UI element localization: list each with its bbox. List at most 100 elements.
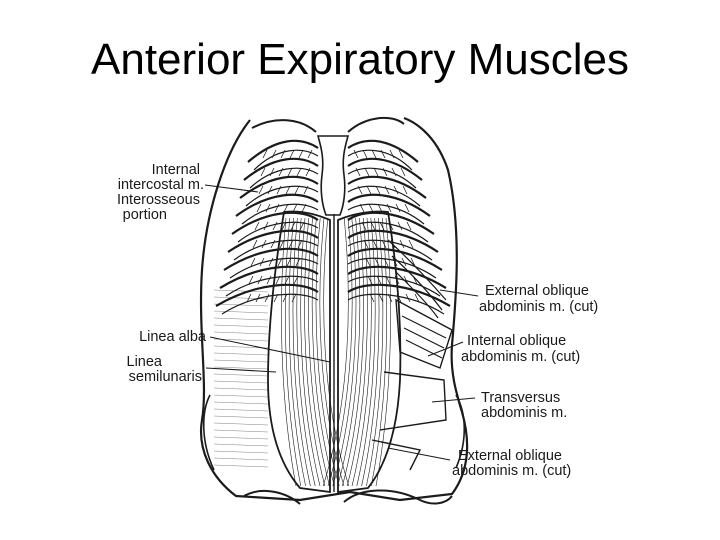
intercostal-fiber: [248, 275, 254, 285]
leader-external-oblique-upper: [439, 289, 479, 297]
intercostal-fiber: [374, 257, 380, 267]
label-line: intercostal m.: [118, 177, 204, 193]
intercostal-fiber: [393, 185, 399, 195]
intercostal-fiber: [401, 257, 407, 267]
intercostal-fiber: [406, 221, 412, 231]
rib: [219, 265, 319, 289]
intercostal-fiber: [266, 275, 272, 285]
intercostal-fiber: [389, 149, 395, 159]
wall-stroke: [213, 324, 269, 328]
leader-linea-alba: [209, 336, 331, 363]
intercostal-fiber: [252, 239, 258, 249]
intercostal-fiber: [375, 185, 381, 195]
label-linea-semilunaris: Linea semilunaris: [127, 354, 202, 385]
intercostal-fiber: [404, 203, 410, 213]
ribs-left: [215, 139, 319, 315]
intercostal-fiber: [408, 239, 414, 249]
rectus-fiber: [366, 217, 384, 487]
intercostal-fiber: [372, 239, 378, 249]
intercostal-fiber: [296, 167, 302, 177]
wall-stroke: [213, 429, 269, 433]
rectus-fiber: [284, 217, 302, 487]
intercostal-fiber: [355, 167, 361, 177]
rib-edge: [347, 221, 429, 243]
intercostal-fiber: [264, 293, 270, 303]
wall-stroke: [213, 303, 269, 307]
intercostal-fiber: [262, 149, 268, 159]
rectus-fiber: [332, 217, 357, 487]
intercostal-fiber: [402, 185, 408, 195]
rectus-fiber: [351, 217, 372, 487]
intercostal-fiber: [250, 257, 256, 267]
label-line: External oblique: [458, 448, 562, 464]
wall-stroke: [213, 359, 269, 363]
intercostal-fiber: [400, 167, 406, 177]
rectus-fiber: [375, 217, 391, 487]
label-line: Internal oblique: [467, 333, 566, 349]
rib-edge: [347, 203, 425, 225]
intercostal-fiber: [370, 221, 376, 231]
intercostal-fiber: [353, 149, 359, 159]
wall-stroke: [213, 317, 269, 321]
sternum: [316, 135, 350, 216]
intercostal-fiber: [273, 293, 279, 303]
rib-edge: [221, 293, 319, 315]
rectus-abdominis: [267, 210, 402, 494]
oblique-layers: [371, 239, 453, 471]
intercostal-fiber: [265, 203, 271, 213]
leader-lines: [204, 184, 479, 461]
rectus-fiber: [346, 217, 368, 487]
rectus-fiber: [292, 217, 311, 487]
intercostal-fiber: [397, 221, 403, 231]
label-line: abdominis m.: [481, 405, 567, 421]
label-external-oblique-lower: External oblique abdominis m. (cut): [452, 448, 571, 479]
intercostal-fiber: [363, 239, 369, 249]
label-linea-alba: Linea alba: [139, 329, 207, 345]
wall-stroke: [213, 394, 269, 398]
intercostal-fiber: [383, 257, 389, 267]
rib: [235, 193, 319, 217]
intercostal-fiber: [258, 185, 264, 195]
intercostal-fiber: [263, 221, 269, 231]
rib-edge: [249, 167, 319, 189]
intercostal-fiber: [269, 167, 275, 177]
label-line: External oblique: [485, 283, 589, 299]
intercostal-fiber: [364, 167, 370, 177]
intercostal-fiber: [405, 293, 411, 303]
label-line: abdominis m. (cut): [461, 349, 580, 365]
intercostal-fiber: [246, 293, 252, 303]
abdominal-wall-texture: [213, 289, 269, 468]
wall-stroke: [213, 450, 269, 454]
wall-stroke: [213, 408, 269, 412]
intercostal-fiber: [399, 239, 405, 249]
intercostal-fiber: [270, 239, 276, 249]
intercostal-fiber: [287, 167, 293, 177]
rib: [231, 211, 319, 235]
wall-stroke: [213, 373, 269, 377]
intercostal-fiber: [255, 293, 261, 303]
intercostal-fiber: [362, 149, 368, 159]
wall-stroke: [213, 422, 269, 426]
rib: [215, 283, 319, 307]
wall-stroke: [213, 331, 269, 335]
rib: [347, 139, 419, 163]
rectus-fiber: [311, 217, 335, 487]
wall-stroke: [213, 310, 269, 314]
rectus-fiber: [304, 217, 326, 487]
rib-edge: [253, 149, 319, 171]
rib: [239, 175, 319, 199]
intercostal-fiber: [387, 293, 393, 303]
intercostal-fiber: [261, 239, 267, 249]
intercostal-fiber: [299, 221, 305, 231]
intercostal-fiber: [259, 257, 265, 267]
label-line: semilunaris: [129, 369, 202, 385]
wall-stroke: [213, 380, 269, 384]
wall-stroke: [213, 401, 269, 405]
intercostal-fiber: [368, 203, 374, 213]
rectus-fiber: [315, 217, 340, 487]
intercostal-fiber: [367, 275, 373, 285]
rib: [347, 229, 439, 253]
intercostal-fiber: [305, 167, 311, 177]
rectus-fiber: [361, 217, 380, 487]
rib: [243, 157, 319, 181]
